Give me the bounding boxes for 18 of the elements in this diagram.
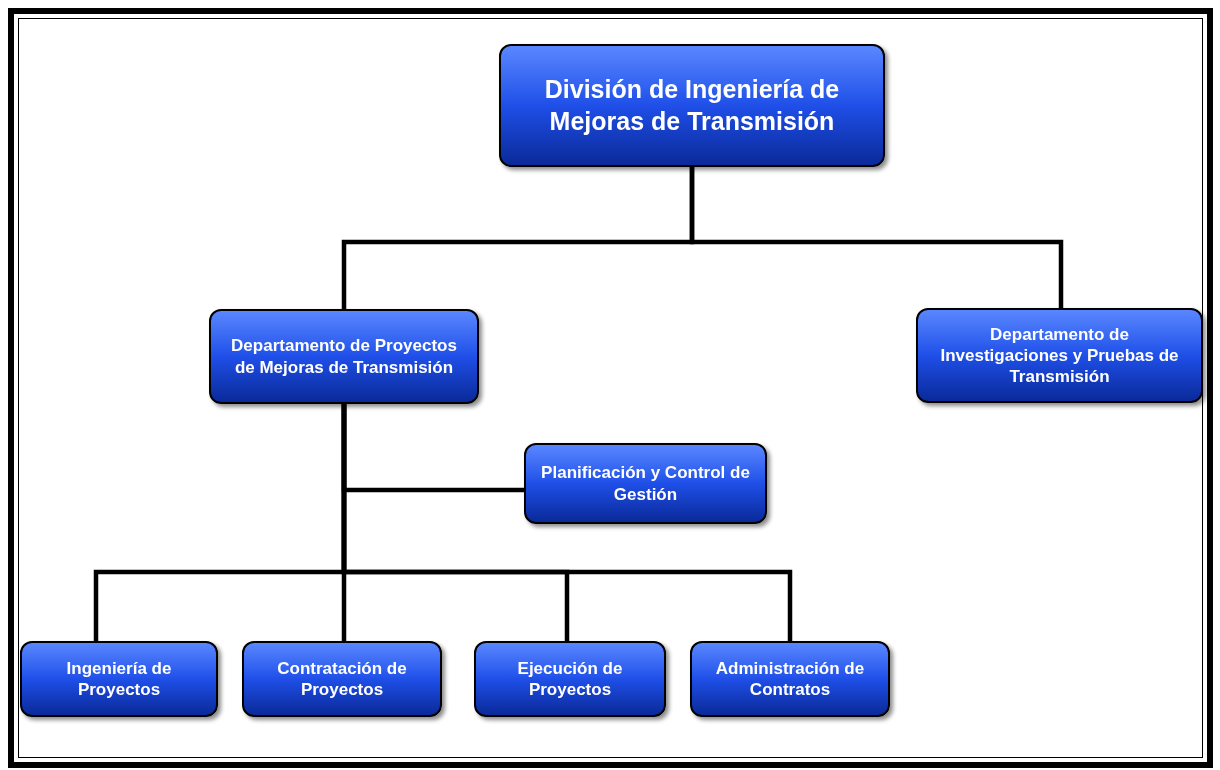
unit-name: Departamento de Proyectos de Mejoras de Transmisión [230, 335, 458, 378]
org-unit-box [916, 308, 1203, 403]
unit-name: Contratación de Proyectos [276, 657, 408, 701]
org-unit-box [690, 641, 890, 717]
connector-line [689, 167, 1064, 308]
org-unit-box [524, 443, 767, 524]
org-unit-box [209, 309, 479, 404]
unit-name: Ingeniería de Proyectos [65, 657, 173, 701]
unit-name: Administración de Contratos [714, 657, 866, 701]
org-unit-box [499, 44, 885, 167]
unit-name: Planificación y Control de Gestión [540, 462, 751, 505]
unit-name: Ejecución de Proyectos [516, 657, 624, 701]
org-unit-box [20, 641, 218, 717]
connector-line [341, 404, 793, 641]
org-unit-box [474, 641, 666, 717]
unit-name: División de Ingeniería de Mejoras de Transmisión [543, 74, 841, 137]
org-unit-box [242, 641, 442, 717]
unit-name: Departamento de Investigaciones y Pruebas de Transmisión [939, 323, 1180, 388]
